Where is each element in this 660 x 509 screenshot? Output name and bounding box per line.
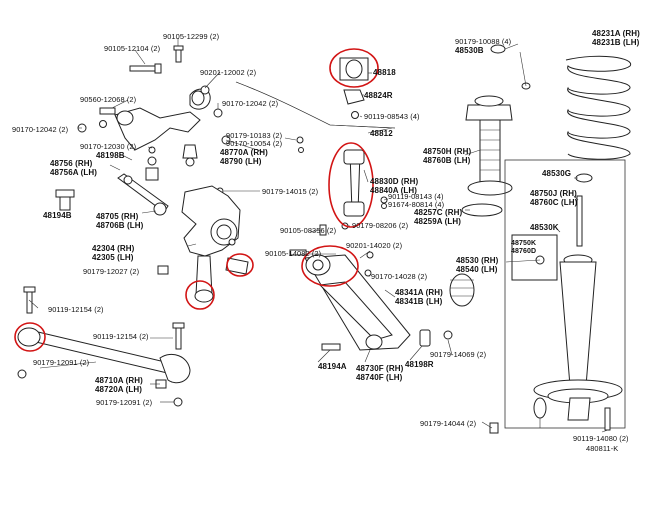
label-48770a: 48770A (RH) 48790 (LH) — [220, 148, 268, 166]
strut-upper — [461, 44, 531, 217]
label-42304: 42304 (RH) 42305 (LH) — [92, 244, 135, 262]
highlight-lateral-rod-bushing — [14, 322, 46, 352]
label-90119-12154-mid: 90119-12154 (2) — [93, 332, 149, 341]
label-48730f: 48730F (RH) 48740F (LH) — [356, 364, 404, 382]
label-48231: 48231A (RH) 48231B (LH) — [592, 29, 640, 47]
label-48750k: 48750K 48760D — [511, 240, 537, 255]
label-48257c: 48257C (RH) 48259A (LH) — [414, 208, 463, 226]
label-90179-14044: 90179-14044 (2) — [420, 419, 477, 428]
label-48194a: 48194A — [318, 362, 347, 371]
label-48756: 48756 (RH) 48756A (LH) — [50, 159, 98, 177]
tie-rod — [55, 156, 169, 216]
lower-lateral-rod — [17, 286, 191, 407]
label-48194b: 48194B — [43, 211, 72, 220]
lower-arm-center — [289, 249, 499, 434]
label-90170-12042-left: 90170-12042 (2) — [12, 125, 69, 134]
label-48705: 48705 (RH) 48706B (LH) — [96, 212, 144, 230]
label-48818: 48818 — [373, 68, 396, 77]
leader-lines — [28, 38, 609, 433]
label-48812: 48812 — [370, 129, 393, 138]
label-48530k: 48530K — [530, 223, 559, 232]
label-48530b: 48530B — [455, 46, 484, 55]
label-90179-14015: 90179-14015 (2) — [262, 187, 319, 196]
label-90119-08143: 90119-08143 (4) 91674-80814 (4) — [388, 192, 445, 210]
label-90179-10183: 90179-10183 (2) 90170-10054 (2) — [226, 131, 283, 149]
label-48198b: 48198B — [96, 151, 125, 160]
highlight-arm-bushing — [301, 245, 359, 287]
label-90560-12068: 90560-12068 (2) — [80, 95, 137, 104]
label-90105-12104: 90105-12104 (2) — [104, 44, 161, 53]
highlight-knuckle-bushing-lower — [185, 280, 215, 310]
label-48710a: 48710A (RH) 48720A (LH) — [95, 376, 143, 394]
coil-spring — [565, 55, 632, 160]
label-90105-08356: 90105-08356 (2) — [280, 226, 337, 235]
label-48830d: 48830D (RH) 48840A (LH) — [370, 177, 419, 195]
highlight-stabilizer-link — [328, 142, 374, 228]
label-90170-12042-top: 90170-12042 (2) — [222, 99, 279, 108]
label-90105-14082: 90105-14082 (2) — [265, 249, 322, 258]
label-90179-12027: 90179-12027 (2) — [83, 267, 140, 276]
highlight-knuckle-bushing-upper — [226, 253, 254, 277]
shock-absorber — [504, 159, 626, 431]
label-48341a: 48341A (RH) 48341B (LH) — [395, 288, 443, 306]
label-48750h: 48750H (RH) 48760B (LH) — [423, 147, 472, 165]
label-90201-12002: 90201-12002 (2) — [200, 68, 257, 77]
label-90179-14069: 90179-14069 (2) — [430, 350, 487, 359]
label-90179-10088: 90179-10088 (4) — [455, 37, 512, 46]
highlight-circles — [14, 48, 379, 352]
label-48530: 48530 (RH) 48540 (LH) — [456, 256, 499, 274]
highlight-bushing-top — [329, 48, 379, 88]
label-48198r: 48198R — [405, 360, 434, 369]
label-90119-08543: 90119-08543 (4) — [364, 112, 420, 121]
label-90179-08206: 90179-08206 (2) — [352, 221, 409, 230]
upper-control-arm — [114, 88, 211, 167]
steering-knuckle — [157, 185, 249, 303]
label-90179-12091-left: 90179-12091 (2) — [33, 358, 90, 367]
label-48530g: 48530G — [542, 169, 572, 178]
label-90119-12154-left: 90119-12154 (2) — [48, 305, 104, 314]
stabilizer-bar — [235, 57, 396, 236]
label-90201-14020: 90201-14020 (2) — [346, 241, 403, 250]
label-48824r: 48824R — [364, 91, 393, 100]
label-90170-12030: 90170-12030 (2) — [80, 142, 137, 151]
diagram-code: 480811-K — [586, 444, 619, 453]
label-90119-14080: 90119-14080 (2) — [573, 434, 629, 443]
label-48750j: 48750J (RH) 48760C (LH) — [530, 189, 578, 207]
label-90179-12091-bottom: 90179-12091 (2) — [96, 398, 153, 407]
label-90170-14028: 90170-14028 (2) — [371, 272, 428, 281]
label-90105-12299: 90105-12299 (2) — [163, 32, 220, 41]
top-left-bolts — [77, 45, 231, 195]
